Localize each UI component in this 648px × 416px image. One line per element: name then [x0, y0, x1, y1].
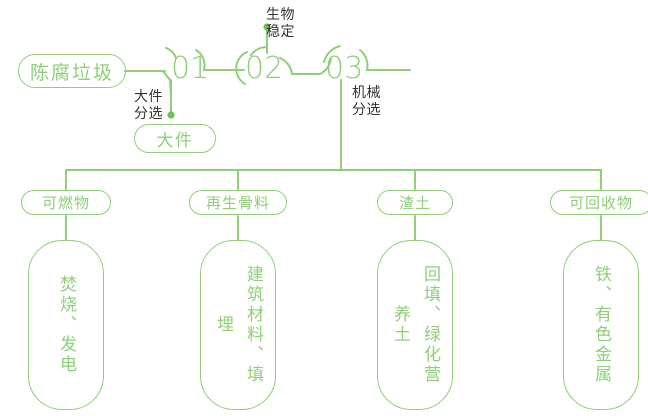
node-output-bulky-label: 大件 — [156, 131, 194, 151]
node-output-bulky[interactable]: 大件 — [134, 124, 216, 153]
stage-number-03[interactable]: 03 — [325, 51, 364, 86]
node-source-waste-label: 陈腐垃圾 — [29, 61, 114, 84]
box-disposal-1[interactable]: 焚烧、发电 — [28, 240, 104, 410]
stage-number-02[interactable]: 02 — [245, 51, 284, 86]
box-disposal-2-label: 建筑材料、填埋 — [213, 265, 263, 385]
node-material-2[interactable]: 再生骨料 — [189, 190, 287, 215]
box-disposal-4[interactable]: 铁、有色金属 — [563, 240, 639, 410]
stage-number-01[interactable]: 01 — [171, 51, 210, 86]
wire-02-to-03 — [279, 57, 332, 75]
node-material-4-label: 可回收物 — [568, 194, 633, 212]
dot-bulky-output — [167, 111, 175, 119]
node-source-waste[interactable]: 陈腐垃圾 — [18, 54, 126, 88]
box-disposal-3[interactable]: 回填、绿化营养土 — [377, 240, 453, 410]
note-stage-03-process: 机械 分选 — [352, 85, 381, 118]
box-disposal-3-label: 回填、绿化营养土 — [390, 265, 440, 385]
node-material-2-label: 再生骨料 — [205, 194, 270, 212]
node-material-1[interactable]: 可燃物 — [21, 190, 111, 215]
node-material-3[interactable]: 渣土 — [377, 190, 453, 215]
node-material-3-label: 渣土 — [398, 194, 431, 212]
note-stage-02-process: 生物 稳定 — [266, 7, 295, 40]
box-disposal-4-label: 铁、有色金属 — [591, 265, 611, 385]
box-disposal-1-label: 焚烧、发电 — [56, 275, 76, 375]
node-material-1-label: 可燃物 — [41, 194, 90, 212]
box-disposal-2[interactable]: 建筑材料、填埋 — [200, 240, 276, 410]
node-material-4[interactable]: 可回收物 — [550, 190, 648, 215]
note-stage-01-process: 大件 分选 — [134, 89, 163, 122]
